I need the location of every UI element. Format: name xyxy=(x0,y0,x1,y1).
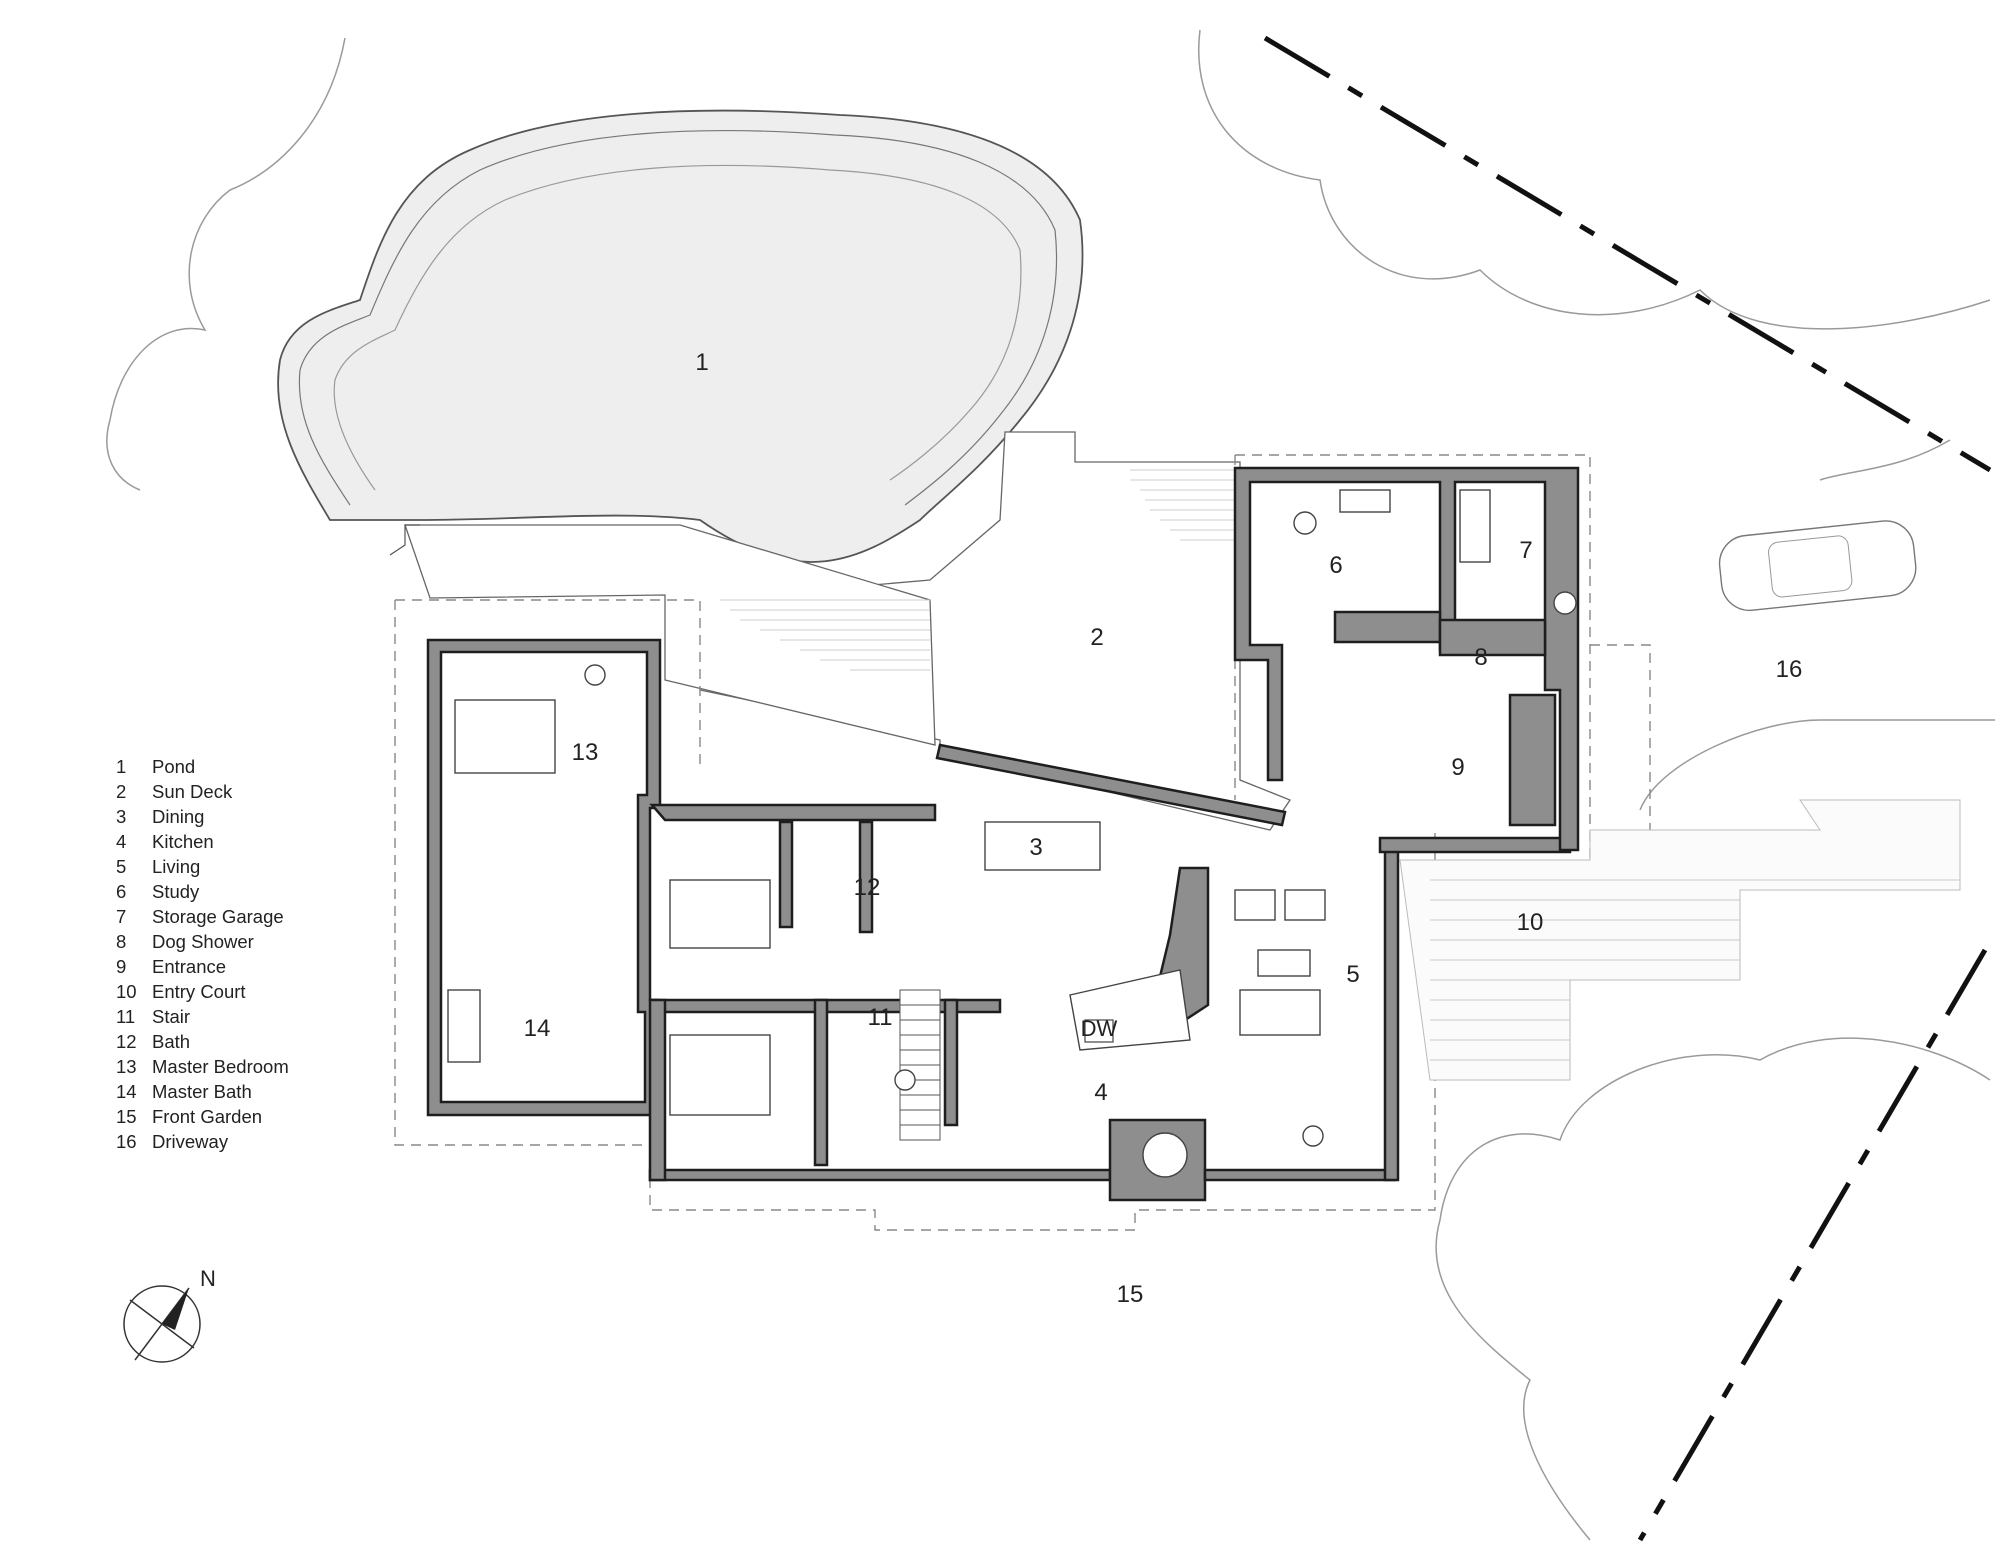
stair xyxy=(899,989,941,1141)
legend-item: 11 Stair xyxy=(116,1004,289,1029)
legend-room-name: Driveway xyxy=(152,1131,229,1152)
entry-court-paving xyxy=(1399,799,1961,1081)
room-number-5: 5 xyxy=(1346,961,1359,988)
room-number-6: 6 xyxy=(1329,552,1342,579)
legend-item: 1 Pond xyxy=(116,754,289,779)
legend-number: 10 xyxy=(116,981,137,1002)
room-legend: 1 Pond 2 Sun Deck 3 Dining 4 Kitchen 5 Living 6 Stu… xyxy=(116,754,289,1154)
legend-room-name: Master Bath xyxy=(152,1081,252,1102)
legend-item: 13 Master Bedroom xyxy=(116,1054,289,1079)
legend-number: 2 xyxy=(116,781,127,802)
legend-room-name: Entry Court xyxy=(152,981,246,1002)
building-walls xyxy=(426,466,1580,1202)
legend-room-name: Study xyxy=(152,881,200,902)
legend-item: 3 Dining xyxy=(116,804,289,829)
legend-item: 9 Entrance xyxy=(116,954,289,979)
legend-number: 11 xyxy=(116,1006,136,1027)
room-number-9: 9 xyxy=(1451,754,1464,781)
legend-item: 2 Sun Deck xyxy=(116,779,289,804)
legend-number: 15 xyxy=(116,1106,137,1127)
furniture xyxy=(447,489,1577,1178)
dishwasher-label: DW xyxy=(1081,1016,1118,1041)
room-number-2: 2 xyxy=(1090,624,1103,651)
room-number-3: 3 xyxy=(1029,834,1042,861)
car xyxy=(1718,520,1917,612)
legend-item: 14 Master Bath xyxy=(116,1079,289,1104)
legend-number: 9 xyxy=(116,956,127,977)
sun-deck xyxy=(389,431,1291,831)
north-arrow-label: N xyxy=(200,1266,216,1291)
legend-number: 3 xyxy=(116,806,127,827)
room-number-10: 10 xyxy=(1517,909,1544,936)
room-number-15: 15 xyxy=(1117,1281,1144,1308)
legend-number: 13 xyxy=(116,1056,137,1077)
room-number-1: 1 xyxy=(695,349,708,376)
room-number-14: 14 xyxy=(524,1015,551,1042)
legend-room-name: Sun Deck xyxy=(152,781,233,802)
property-line-north xyxy=(1263,35,1992,473)
legend-number: 12 xyxy=(116,1031,137,1052)
legend-room-name: Living xyxy=(152,856,201,877)
room-number-4: 4 xyxy=(1094,1079,1107,1106)
legend-number: 16 xyxy=(116,1131,137,1152)
property-line-east xyxy=(1637,948,1988,1542)
tree-canopies xyxy=(106,29,1995,1541)
legend-room-name: Pond xyxy=(152,756,196,777)
legend-room-name: Dining xyxy=(152,806,205,827)
legend-room-name: Kitchen xyxy=(152,831,214,852)
legend-item: 16 Driveway xyxy=(116,1129,289,1154)
legend-item: 6 Study xyxy=(116,879,289,904)
legend-room-name: Master Bedroom xyxy=(152,1056,289,1077)
pond xyxy=(277,109,1084,563)
legend-item: 5 Living xyxy=(116,854,289,879)
room-number-labels: 1 2 3 4 5 6 7 8 9 10 11 12 13 14 15 16 xyxy=(524,349,1803,1308)
room-number-8: 8 xyxy=(1474,644,1487,671)
legend-item: 15 Front Garden xyxy=(116,1104,289,1129)
room-number-7: 7 xyxy=(1519,537,1532,564)
legend-room-name: Storage Garage xyxy=(152,906,284,927)
legend-item: 7 Storage Garage xyxy=(116,904,289,929)
legend-number: 4 xyxy=(116,831,127,852)
legend-room-name: Front Garden xyxy=(152,1106,263,1127)
legend-item: 4 Kitchen xyxy=(116,829,289,854)
legend-room-name: Entrance xyxy=(152,956,227,977)
room-number-12: 12 xyxy=(854,874,881,901)
room-number-13: 13 xyxy=(572,739,599,766)
legend-room-name: Dog Shower xyxy=(152,931,254,952)
legend-item: 12 Bath xyxy=(116,1029,289,1054)
legend-item: 8 Dog Shower xyxy=(116,929,289,954)
room-number-16: 16 xyxy=(1776,656,1803,683)
legend-number: 1 xyxy=(116,756,127,777)
north-arrow: N xyxy=(123,1266,216,1363)
legend-number: 5 xyxy=(116,856,127,877)
legend-number: 14 xyxy=(116,1081,137,1102)
legend-number: 7 xyxy=(116,906,127,927)
room-number-11: 11 xyxy=(868,1004,893,1031)
legend-room-name: Bath xyxy=(152,1031,191,1052)
legend-item: 10 Entry Court xyxy=(116,979,289,1004)
legend-room-name: Stair xyxy=(152,1006,191,1027)
legend-number: 8 xyxy=(116,931,127,952)
legend-number: 6 xyxy=(116,881,127,902)
